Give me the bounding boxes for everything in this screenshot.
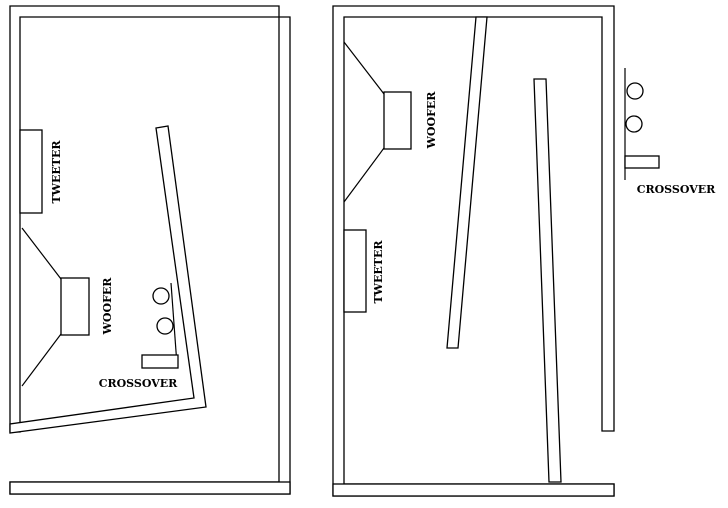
left-tweeter-label: TWEETER [50, 140, 63, 204]
left-terminal-top [152, 287, 170, 305]
left-woofer-cone-top [21, 227, 62, 280]
right-terminal-bottom [625, 115, 643, 133]
right-enclosure-diagram: WOOFER TWEETER CROSSOVER [332, 5, 716, 497]
right-woofer-cone-top [343, 41, 385, 95]
left-woofer-cone-bottom [21, 333, 62, 387]
right-tweeter-box [343, 229, 367, 313]
right-woofer-box [383, 91, 412, 150]
left-terminal-bottom [156, 317, 174, 335]
right-cabinet-floor [332, 483, 615, 497]
right-tweeter-label: TWEETER [372, 240, 385, 304]
left-angled-baffle [9, 125, 207, 434]
right-inner-panel-left [446, 16, 488, 349]
left-woofer-label: WOOFER [101, 277, 114, 336]
right-crossover-label: CROSSOVER [637, 183, 716, 196]
left-terminal-plate [170, 282, 178, 366]
left-crossover-board [141, 354, 179, 369]
right-terminal-top [626, 82, 644, 100]
right-inner-panel-right [533, 78, 562, 483]
left-woofer-box [60, 277, 90, 336]
left-crossover-label: CROSSOVER [99, 377, 178, 390]
left-enclosure-diagram: TWEETER WOOFER CROSSOVER [9, 5, 291, 495]
right-woofer-label: WOOFER [425, 91, 438, 150]
right-crossover-board [624, 155, 660, 169]
left-cabinet-floor [9, 481, 291, 495]
left-tweeter-box [19, 129, 43, 214]
right-woofer-cone-bottom [343, 147, 385, 203]
